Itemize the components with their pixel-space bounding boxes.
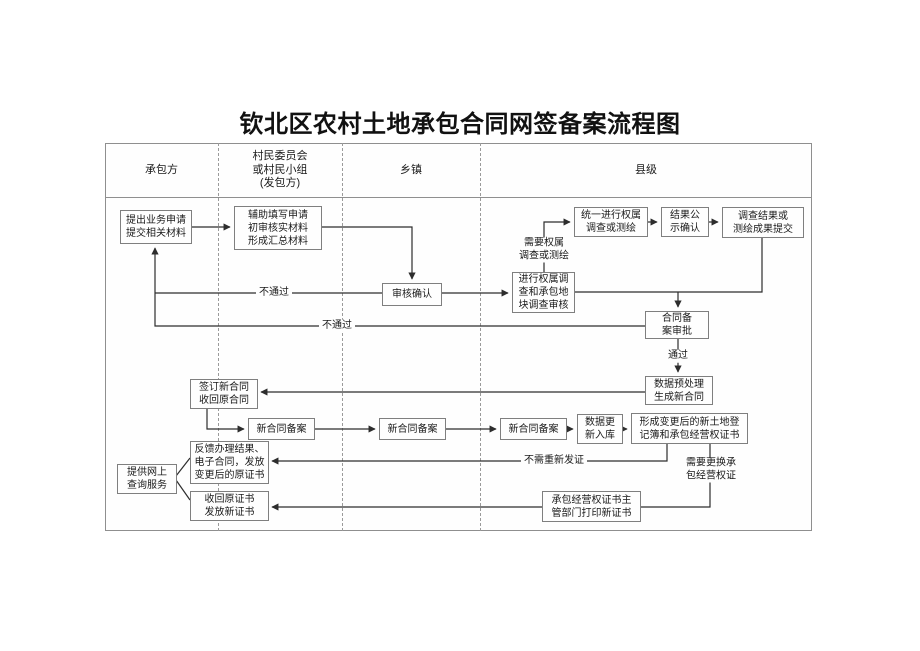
label-need-survey: 需要权属 调查或测绘	[516, 237, 572, 263]
node-return-cert: 收回原证书 发放新证书	[190, 491, 269, 521]
node-assist: 辅助填写申请 初审核实材料 形成汇总材料	[234, 206, 322, 250]
lane-header-county: 县级	[635, 163, 657, 176]
swimlane-header-row	[105, 143, 812, 198]
node-online-query: 提供网上 查询服务	[117, 464, 177, 494]
label-fail-review: 不通过	[256, 286, 292, 300]
page-title: 钦北区农村土地承包合同网签备案流程图	[239, 111, 681, 138]
node-data-preprocess: 数据预处理 生成新合同	[645, 376, 713, 405]
label-no-reissue: 不需重新发证	[521, 454, 587, 468]
lane-header-township: 乡镇	[400, 163, 422, 176]
node-filing-village: 新合同备案	[248, 418, 315, 440]
node-contract-approval: 合同备 案审批	[645, 311, 709, 339]
lane-divider	[342, 143, 343, 531]
node-apply: 提出业务申请 提交相关材料	[120, 210, 192, 244]
node-print-cert: 承包经营权证书主 管部门打印新证书	[542, 491, 641, 522]
label-need-replace: 需要更换承 包经营权证	[683, 457, 739, 483]
node-submit-results: 调查结果或 测绘成果提交	[722, 207, 804, 238]
node-sign-new-contract: 签订新合同 收回原合同	[190, 379, 258, 409]
lane-header-contractor: 承包方	[145, 163, 178, 176]
node-unified-survey: 统一进行权属 调查或测绘	[574, 207, 648, 237]
label-pass: 通过	[665, 349, 691, 363]
node-feedback-results: 反馈办理结果、 电子合同，发放 变更后的原证书	[190, 441, 269, 484]
node-new-register: 形成变更后的新土地登 记簿和承包经营权证书	[631, 413, 748, 444]
node-publicity-confirm: 结果公 示确认	[661, 207, 709, 237]
node-data-update: 数据更 新入库	[577, 414, 623, 444]
node-review-confirm: 审核确认	[382, 283, 442, 306]
lane-header-village-committee: 村民委员会 或村民小组 (发包方)	[252, 149, 308, 190]
node-filing-town: 新合同备案	[379, 418, 446, 440]
lane-divider	[480, 143, 481, 531]
label-fail-approval: 不通过	[319, 319, 355, 333]
node-filing-county: 新合同备案	[500, 418, 567, 440]
lane-divider	[218, 143, 219, 531]
node-ownership-review: 进行权属调 查和承包地 块调查审核	[512, 272, 575, 313]
